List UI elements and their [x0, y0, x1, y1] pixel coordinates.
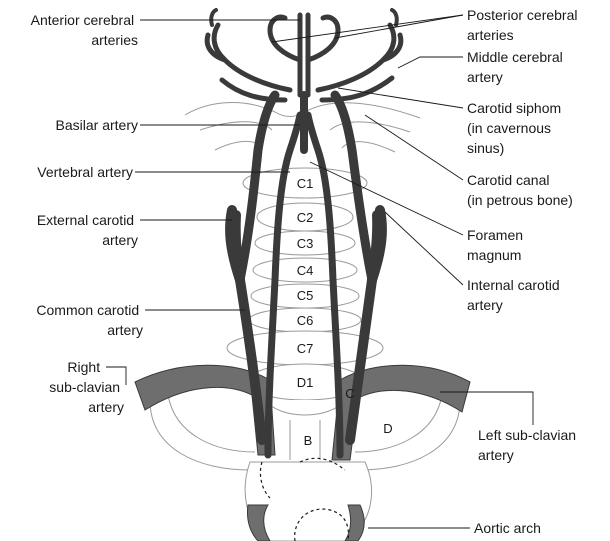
- carotid-siphon-label: Carotid siphom (in cavernous sinus): [467, 100, 565, 156]
- basilar-label: Basilar artery: [56, 117, 138, 133]
- foramen-magnum-label: Foramen magnum: [467, 227, 527, 263]
- carotid-canal-label: Carotid canal (in petrous bone): [467, 172, 573, 208]
- middle-cerebral-label: Middle cerebral artery: [467, 49, 567, 85]
- aortic-arch-label: Aortic arch: [474, 520, 541, 536]
- vertebra-label: D1: [297, 375, 314, 390]
- anterior-cerebral-label: Anterior cerebral arteries: [31, 12, 138, 48]
- region-letter: B: [304, 433, 313, 448]
- region-letter: D: [383, 421, 392, 436]
- region-letter: C: [345, 386, 354, 401]
- right-labels: Posterior cerebral arteries Middle cereb…: [467, 7, 581, 536]
- vertebral-label: Vertebral artery: [37, 164, 133, 180]
- vertebra-label: C7: [297, 341, 314, 356]
- vertebra-label: C3: [297, 236, 314, 251]
- cerebral-arteries: [207, 10, 401, 100]
- vertebra-label: C2: [297, 210, 314, 225]
- posterior-cerebral-label: Posterior cerebral arteries: [467, 7, 581, 43]
- vertebra-label: C4: [297, 263, 314, 278]
- left-labels: Anterior cerebral arteries Basilar arter…: [31, 12, 143, 415]
- common-carotid-label: Common carotid artery: [36, 302, 143, 338]
- vertebra-label: C5: [297, 288, 314, 303]
- external-carotid-label: External carotid artery: [37, 212, 138, 248]
- left-subclavian-label: Left sub-clavian artery: [478, 427, 580, 463]
- vertebra-label: C6: [297, 313, 314, 328]
- vertebra-label: C1: [297, 176, 314, 191]
- internal-carotid-label: Internal carotid artery: [467, 277, 564, 313]
